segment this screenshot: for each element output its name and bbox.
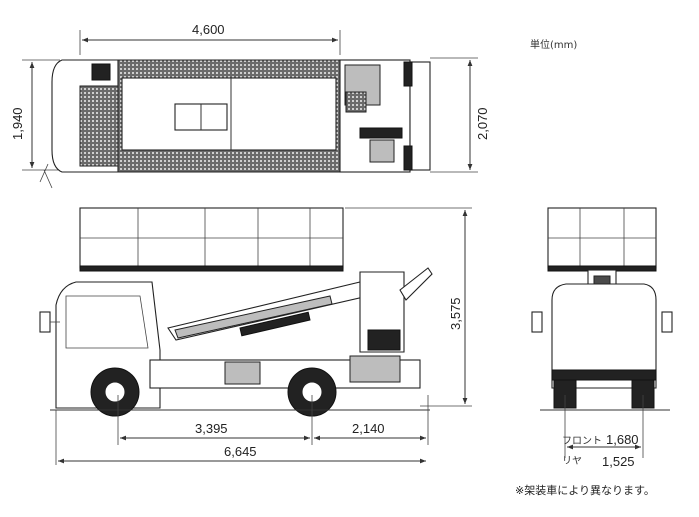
- rear-rear-value: 1,525: [602, 454, 635, 469]
- rear-front-label: フロント: [562, 436, 602, 447]
- rear-overhang-dim: 2,140: [352, 421, 385, 436]
- rear-view: フロント 1,680 リヤ 1,525: [531, 207, 673, 469]
- top-total-width-dim: 2,070: [475, 107, 490, 140]
- wheelbase-dim: 3,395: [195, 421, 228, 436]
- top-view: 4,600 1,940 2,070: [10, 22, 490, 189]
- side-view: 3,575 3,3: [39, 207, 472, 465]
- overall-length-dim: 6,645: [224, 444, 257, 459]
- top-cab-width-dim: 1,940: [10, 107, 25, 140]
- unit-label: 単位(mm): [530, 38, 577, 51]
- side-height-dim: 3,575: [448, 297, 463, 330]
- rear-front-value: 1,680: [606, 432, 639, 447]
- footnote: ※架装車により異なります。: [515, 483, 655, 497]
- rear-rear-label: リヤ: [562, 456, 582, 467]
- top-length-dim: 4,600: [192, 22, 225, 37]
